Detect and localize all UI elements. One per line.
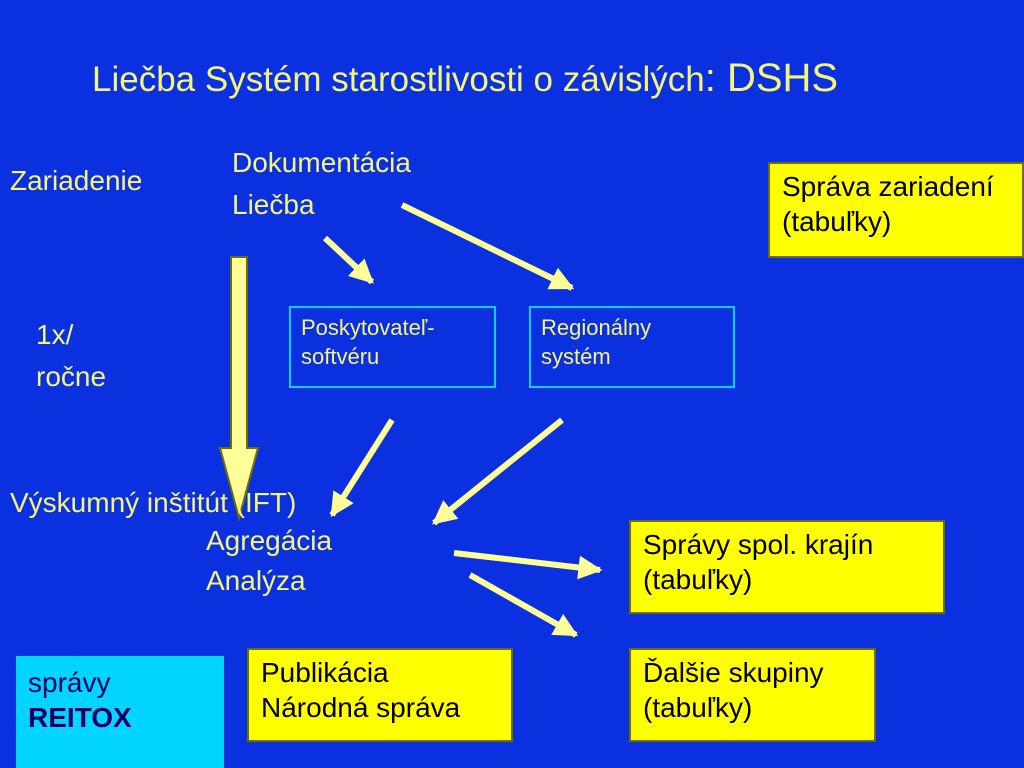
title-main: Liečba Systém starostlivosti o závislých bbox=[92, 60, 705, 99]
label-liecba: Liečba bbox=[232, 189, 315, 220]
label-vyskumny-institut: Výskumný inštitút (IFT) bbox=[10, 487, 297, 518]
box-spravy-reitox: správy REITOX bbox=[16, 656, 224, 768]
slide-title: Liečba Systém starostlivosti o závislých… bbox=[92, 54, 838, 102]
box-sprava-zariadeni-line2: (tabuľky) bbox=[782, 205, 892, 237]
box-poskytovatel-line1: Poskytovateľ- bbox=[301, 315, 435, 340]
box-regionalny-system: Regionálny systém bbox=[529, 306, 735, 388]
large-down-arrow bbox=[218, 256, 260, 522]
box-poskytovatel-softveru: Poskytovateľ- softvéru bbox=[289, 306, 496, 388]
box-spravy-krajin-line2: (tabuľky) bbox=[643, 563, 753, 595]
box-publikacia-line1: Publikácia bbox=[261, 657, 389, 688]
box-spravy-spol-krajin: Správy spol. krajín (tabuľky) bbox=[629, 520, 945, 614]
arrow-poskytovatel-to-agregacia bbox=[329, 418, 395, 518]
box-spravy-krajin-line1: Správy spol. krajín bbox=[643, 529, 874, 560]
label-frequency-line1: 1x/ bbox=[36, 319, 74, 350]
box-regionalny-line1: Regionálny bbox=[541, 315, 652, 340]
box-poskytovatel-line2: softvéru bbox=[301, 343, 380, 369]
arrow-agregacia-to-dalsie-skupiny bbox=[468, 572, 579, 638]
box-sprava-zariadeni-line1: Správa zariadení bbox=[782, 171, 994, 202]
arrow-regionalny-to-agregacia bbox=[432, 417, 564, 526]
label-zariadenie: Zariadenie bbox=[10, 165, 143, 196]
arrow-agregacia-to-spravy-krajin bbox=[453, 550, 603, 580]
box-reitox-line2: REITOX bbox=[28, 701, 132, 733]
arrow-liecba-to-regionalny bbox=[400, 202, 575, 291]
box-dalsie-skupiny-line2: (tabuľky) bbox=[643, 691, 753, 723]
box-publikacia-line2: Národná správa bbox=[261, 691, 461, 723]
label-dokumentacia: Dokumentácia bbox=[232, 147, 411, 178]
box-publikacia: Publikácia Národná správa bbox=[247, 648, 513, 742]
label-frequency-line2: ročne bbox=[36, 361, 107, 392]
label-analyza: Analýza bbox=[206, 565, 306, 596]
box-reitox-line1: správy bbox=[28, 667, 111, 698]
title-suffix: : DSHS bbox=[704, 56, 839, 100]
box-dalsie-skupiny-line1: Ďalšie skupiny bbox=[643, 657, 824, 688]
label-agregacia: Agregácia bbox=[206, 525, 333, 556]
box-sprava-zariadeni: Správa zariadení (tabuľky) bbox=[768, 162, 1024, 258]
arrow-liecba-to-poskytovatel bbox=[322, 235, 375, 285]
box-regionalny-line2: systém bbox=[541, 343, 611, 369]
box-dalsie-skupiny: Ďalšie skupiny (tabuľky) bbox=[629, 648, 876, 742]
